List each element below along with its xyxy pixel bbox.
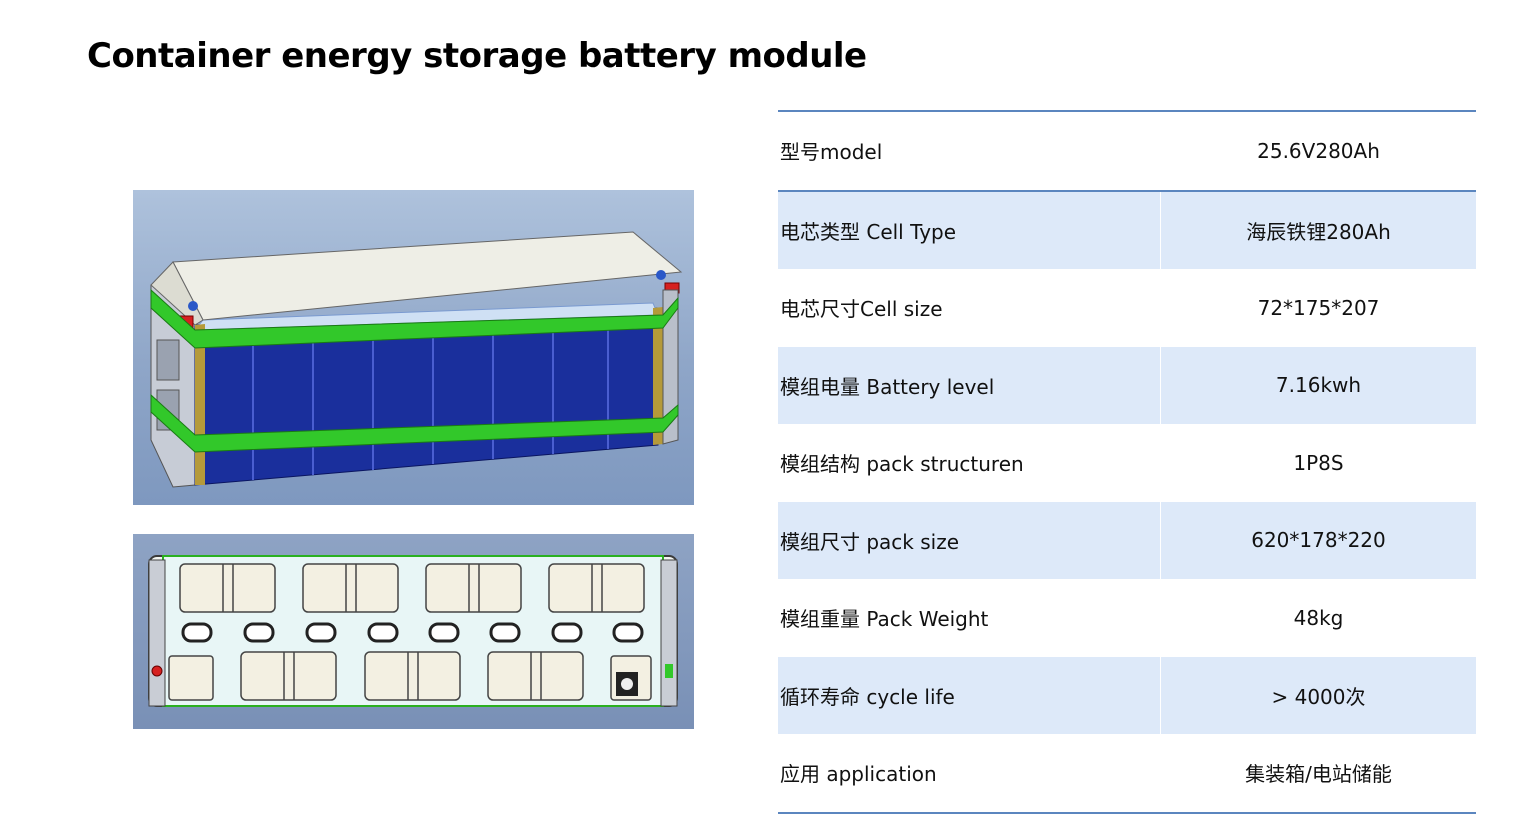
spec-row-pack-structure: 模组结构 pack structuren 1P8S <box>778 424 1476 502</box>
spec-value: 72*175*207 <box>1257 295 1380 320</box>
battery-module-3d-image <box>133 190 694 505</box>
spec-row-cell-type: 电芯类型 Cell Type 海辰铁锂280Ah <box>778 191 1476 269</box>
spec-table: 型号model 25.6V280Ah 电芯类型 Cell Type 海辰铁锂28… <box>778 110 1476 814</box>
spec-label: 模组结构 pack structuren <box>780 452 1024 477</box>
page-title: Container energy storage battery module <box>87 36 867 76</box>
battery-module-3d-drawing <box>150 231 683 488</box>
spec-label: 电芯类型 Cell Type <box>778 191 1161 269</box>
spec-label: 模组重量 Pack Weight <box>780 607 989 632</box>
spec-row-application: 应用 application 集装箱/电站储能 <box>778 734 1476 812</box>
spec-value: 48kg <box>1293 605 1344 630</box>
battery-module-top-view-drawing <box>148 555 678 707</box>
spec-value: 7.16kwh <box>1275 373 1362 398</box>
spec-value: 1P8S <box>1293 450 1344 475</box>
battery-module-top-view-image <box>133 534 694 729</box>
spec-row-model: 型号model 25.6V280Ah <box>778 112 1476 192</box>
spec-value: 620*178*220 <box>1251 528 1386 553</box>
spec-label: 型号model <box>780 140 883 165</box>
spec-row-pack-size: 模组尺寸 pack size 620*178*220 <box>778 501 1476 579</box>
spec-value: 海辰铁锂280Ah <box>1246 219 1391 244</box>
spec-row-pack-weight: 模组重量 Pack Weight 48kg <box>778 579 1476 657</box>
spec-label: 模组尺寸 pack size <box>778 501 1161 579</box>
spec-value: > 4000次 <box>1271 684 1366 709</box>
spec-label: 电芯尺寸Cell size <box>780 297 943 322</box>
spec-row-cell-size: 电芯尺寸Cell size 72*175*207 <box>778 269 1476 347</box>
spec-row-cycle-life: 循环寿命 cycle life > 4000次 <box>778 656 1476 734</box>
spec-label: 应用 application <box>780 762 937 787</box>
spec-label: 循环寿命 cycle life <box>778 656 1161 734</box>
spec-label: 模组电量 Battery level <box>778 346 1161 424</box>
spec-row-battery-level: 模组电量 Battery level 7.16kwh <box>778 346 1476 424</box>
spec-value: 25.6V280Ah <box>1257 138 1380 163</box>
spec-value: 集装箱/电站储能 <box>1245 762 1392 787</box>
